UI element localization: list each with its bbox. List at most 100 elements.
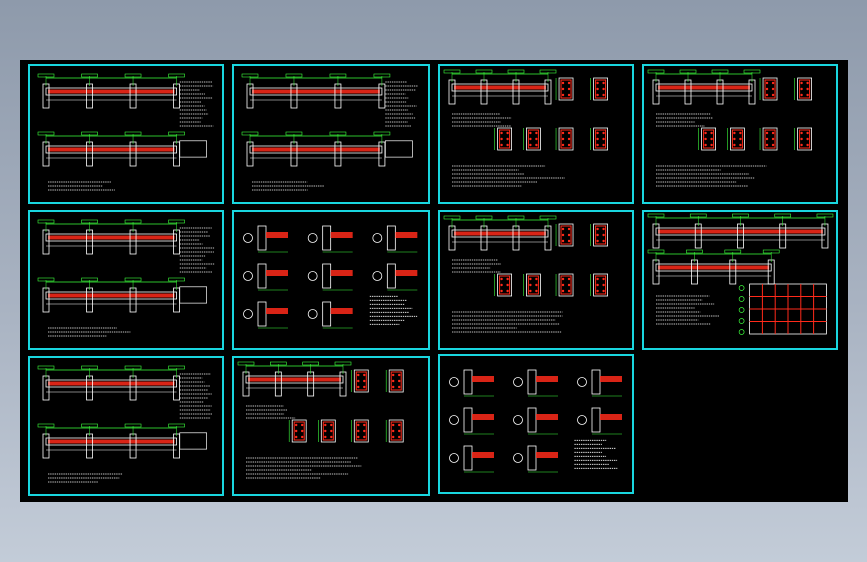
sheet-graphics	[237, 361, 404, 479]
joint-column	[386, 263, 396, 289]
rebar-dot	[596, 283, 599, 287]
rebar-dot	[500, 277, 503, 281]
joint-beam-rebar	[266, 308, 288, 314]
rebar-dot	[596, 277, 599, 281]
rebar-dot	[357, 423, 360, 427]
beam-elevation	[37, 277, 185, 313]
section-outline	[593, 127, 609, 151]
rebar-dot	[800, 93, 803, 97]
rebar-dot	[363, 385, 366, 389]
rebar-dot	[301, 423, 304, 427]
section-outline	[730, 127, 745, 151]
rebar-dot	[739, 143, 742, 147]
joint-beam-rebar	[536, 376, 558, 382]
section-detail	[759, 77, 778, 101]
beam-outline	[45, 291, 177, 300]
rebar-dot	[771, 93, 775, 97]
joint-beam-rebar	[330, 308, 353, 314]
rebar-dot	[295, 429, 298, 433]
joint-detail	[449, 445, 494, 473]
section-detail	[350, 369, 369, 393]
drawing-sheet-3[interactable]	[438, 64, 634, 204]
beam-rebar-fill	[248, 377, 341, 382]
joint-beam-rebar	[600, 414, 622, 420]
beam-rebar-fill	[658, 229, 823, 234]
rebar-dot	[561, 233, 565, 237]
beam-rebar-fill	[48, 89, 175, 94]
rebar-dot	[506, 143, 509, 147]
cad-model-space[interactable]	[20, 60, 848, 502]
detail-bubble	[577, 377, 587, 387]
rebar-dot	[602, 143, 605, 147]
rebar-dot	[500, 137, 503, 141]
section-outline	[497, 273, 512, 297]
rebar-dot	[529, 143, 532, 147]
rebar-dot	[596, 239, 599, 243]
rebar-dot	[561, 137, 565, 141]
sheet-graphics	[443, 215, 609, 333]
drawing-sheet-4[interactable]	[642, 64, 838, 204]
axis-bubble	[738, 307, 745, 313]
rebar-dot	[765, 143, 769, 147]
section-detail	[590, 127, 609, 151]
column-stub	[652, 79, 660, 105]
drawing-sheet-10[interactable]	[232, 356, 430, 496]
drawing-sheet-7[interactable]	[438, 210, 634, 350]
section-outline	[291, 419, 307, 443]
drawing-sheet-1[interactable]	[28, 64, 224, 204]
stamp-box	[179, 286, 207, 304]
rebar-dot	[733, 137, 736, 141]
rebar-dot	[596, 137, 599, 141]
beam-rebar-fill	[454, 85, 546, 90]
section-outline	[797, 77, 813, 101]
beam-rebar-fill	[658, 85, 750, 90]
rebar-dot	[800, 81, 803, 85]
rebar-dot	[771, 131, 775, 135]
section-detail	[590, 223, 609, 247]
beam-elevation	[37, 423, 185, 459]
rebar-dot	[567, 93, 571, 97]
joint-beam-rebar	[330, 270, 353, 276]
section-stirrup	[499, 275, 511, 295]
beam-rebar-fill	[48, 147, 175, 152]
section-outline	[797, 127, 813, 151]
joint-detail	[449, 407, 494, 435]
joint-detail	[513, 369, 558, 397]
section-outline	[388, 419, 404, 443]
joint-column	[322, 301, 332, 327]
rebar-dot	[602, 87, 605, 91]
detail-bubble	[449, 453, 459, 463]
section-stirrup	[595, 275, 607, 295]
rebar-dot	[806, 81, 809, 85]
drawing-sheet-6[interactable]	[232, 210, 430, 350]
beam-elevation	[647, 213, 834, 249]
section-outline	[558, 273, 574, 297]
section-stirrup	[595, 225, 607, 245]
section-stirrup	[764, 79, 776, 99]
section-detail	[555, 223, 574, 247]
beam-elevation	[443, 215, 557, 251]
rebar-dot	[529, 137, 532, 141]
detail-bubble	[243, 309, 253, 319]
column-stub	[173, 83, 180, 109]
rebar-dot	[398, 423, 401, 427]
rebar-dot	[800, 137, 803, 141]
section-detail	[523, 127, 541, 151]
rebar-dot	[596, 143, 599, 147]
beam-outline	[45, 379, 177, 388]
joint-detail	[577, 369, 622, 397]
drawing-sheet-2[interactable]	[232, 64, 430, 204]
drawing-sheet-5[interactable]	[28, 210, 224, 350]
section-detail	[698, 127, 716, 151]
section-outline	[526, 273, 541, 297]
drawing-sheet-8[interactable]	[642, 210, 838, 350]
drawing-sheet-11[interactable]	[438, 354, 634, 494]
rebar-dot	[398, 429, 401, 433]
axis-bubble	[738, 285, 745, 291]
rebar-dot	[567, 283, 571, 287]
rebar-dot	[561, 289, 565, 293]
rebar-dot	[392, 423, 395, 427]
drawing-sheet-9[interactable]	[28, 356, 224, 496]
sheet-graphics	[37, 73, 214, 191]
section-detail	[350, 419, 369, 443]
